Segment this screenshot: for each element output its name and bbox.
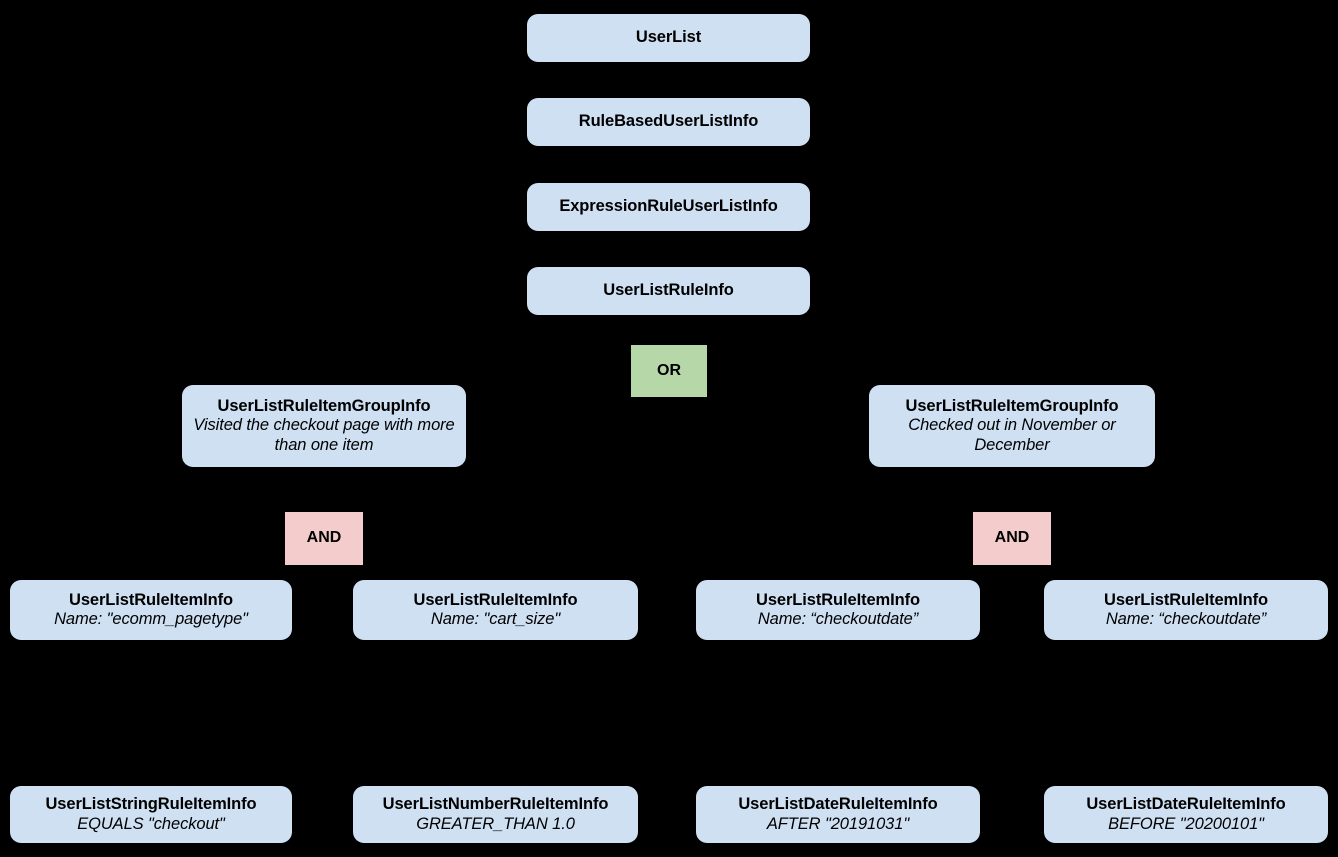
node-subtitle: EQUALS "checkout" bbox=[77, 814, 225, 833]
operator-label: AND bbox=[994, 529, 1030, 547]
node-subtitle: Name: "ecomm_pagetype" bbox=[54, 610, 248, 628]
entity-node-ruleinfo[interactable]: UserListRuleInfo bbox=[527, 267, 810, 315]
node-title: UserListDateRuleItemInfo bbox=[738, 795, 938, 814]
node-title: UserListRuleItemGroupInfo bbox=[905, 396, 1119, 415]
entity-node-expressionrule[interactable]: ExpressionRuleUserListInfo bbox=[527, 183, 810, 231]
node-title: UserListNumberRuleItemInfo bbox=[382, 795, 609, 814]
operator-label: OR bbox=[657, 361, 681, 379]
node-subtitle: Checked out in November or December bbox=[908, 416, 1116, 454]
node-title: RuleBasedUserListInfo bbox=[578, 112, 759, 131]
node-subtitle: GREATER_THAN 1.0 bbox=[416, 814, 575, 833]
node-title: UserListRuleItemInfo bbox=[1104, 590, 1268, 609]
node-title: UserListRuleItemInfo bbox=[756, 590, 920, 609]
entity-node-rulebased[interactable]: RuleBasedUserListInfo bbox=[527, 98, 810, 146]
node-title: UserListRuleItemInfo bbox=[413, 590, 578, 609]
node-title: UserList bbox=[635, 28, 702, 47]
node-title: ExpressionRuleUserListInfo bbox=[559, 197, 778, 216]
operator-node-and-left[interactable]: AND bbox=[285, 512, 363, 565]
node-title: UserListRuleItemGroupInfo bbox=[217, 396, 431, 415]
node-title: UserListStringRuleItemInfo bbox=[45, 795, 257, 814]
node-subtitle: Name: “checkoutdate” bbox=[757, 610, 919, 628]
node-title: UserListRuleInfo bbox=[603, 281, 734, 300]
operator-node-and-right[interactable]: AND bbox=[973, 512, 1051, 565]
node-subtitle: AFTER "20191031" bbox=[766, 814, 910, 833]
node-subtitle: Name: "cart_size" bbox=[430, 610, 561, 628]
node-title: UserListRuleItemInfo bbox=[69, 590, 233, 609]
entity-node-userlist[interactable]: UserList bbox=[527, 14, 810, 62]
operator-label: AND bbox=[306, 529, 342, 547]
node-subtitle: Name: “checkoutdate” bbox=[1105, 610, 1267, 628]
node-subtitle: BEFORE "20200101" bbox=[1108, 814, 1264, 833]
operator-node-or[interactable]: OR bbox=[631, 345, 707, 397]
node-subtitle: Visited the checkout page with more than… bbox=[193, 416, 455, 454]
node-title: UserListDateRuleItemInfo bbox=[1086, 795, 1286, 814]
